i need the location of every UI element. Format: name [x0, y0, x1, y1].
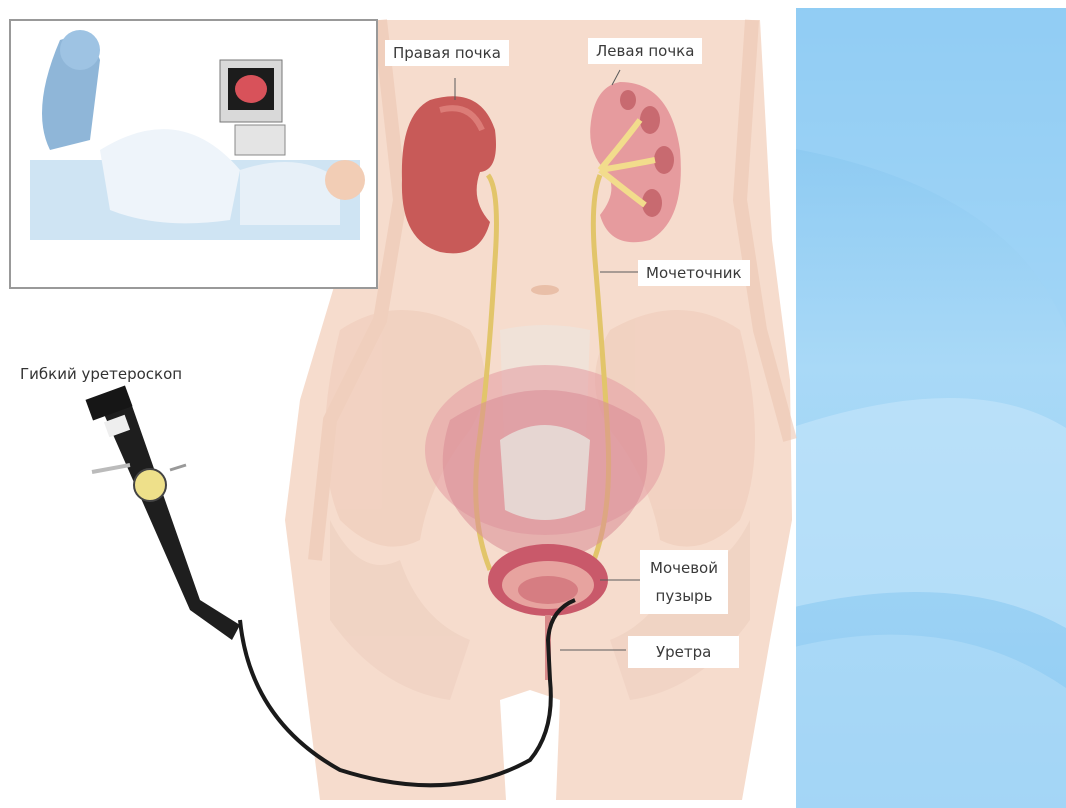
left-kidney-label: Левая почка: [588, 38, 702, 64]
navel: [531, 285, 559, 295]
bladder-label-line1: Мочевой: [650, 554, 718, 582]
ureteroscope-label: Гибкий уретероскоп: [20, 364, 182, 384]
urethra-label: Уретра: [628, 636, 739, 668]
right-kidney-label: Правая почка: [385, 40, 509, 66]
procedure-inset: [10, 20, 377, 288]
bladder-label: Мочевой пузырь: [640, 550, 728, 614]
ureter-label: Мочеточник: [638, 260, 750, 286]
bladder-label-line2: пузырь: [650, 582, 718, 610]
